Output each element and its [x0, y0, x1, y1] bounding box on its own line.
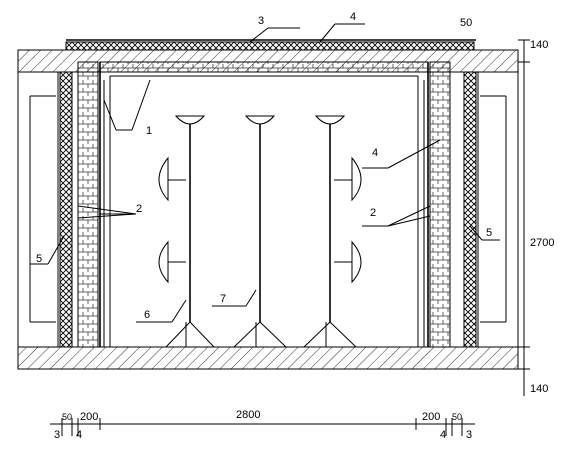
dim-span: 2800	[236, 409, 260, 421]
dim-left-layer-a: 50	[62, 412, 72, 422]
lamp-stand-center	[233, 115, 287, 348]
dim-left-layer-b: 200	[80, 411, 98, 423]
leader-lines	[30, 23, 500, 323]
callout-2-left: 2	[136, 203, 142, 215]
dim-bottom-slab: 140	[530, 383, 548, 395]
left-wall	[17, 61, 101, 348]
lamp-stand-left	[158, 115, 215, 348]
inner-lining	[99, 61, 429, 347]
callout-5-left: 5	[36, 253, 42, 265]
callout-3-top: 3	[258, 15, 264, 27]
bottom-mark-left-4: 4	[76, 429, 82, 441]
callout-5-right: 5	[486, 227, 492, 239]
bottom-slab	[17, 346, 519, 370]
bottom-mark-left-3: 3	[54, 429, 60, 441]
dim-top-offset: 50	[460, 17, 472, 29]
callout-7: 7	[220, 293, 226, 305]
vertical-dimension-line	[518, 39, 530, 396]
dim-height: 2700	[530, 237, 554, 249]
dim-right-layer-b: 200	[422, 411, 440, 423]
dim-top-slab: 140	[530, 39, 548, 51]
callout-2-right: 2	[370, 207, 376, 219]
callout-6: 6	[144, 309, 150, 321]
bottom-mark-right-4: 4	[440, 429, 446, 441]
right-wall	[427, 61, 519, 348]
dim-right-layer-a: 50	[452, 412, 462, 422]
callout-4-right: 4	[372, 147, 378, 159]
bottom-mark-right-3: 3	[466, 429, 472, 441]
horizontal-dimension-line	[50, 418, 475, 436]
callout-1: 1	[146, 125, 152, 137]
callout-4-top: 4	[350, 11, 356, 23]
lamp-stand-right	[303, 115, 362, 348]
